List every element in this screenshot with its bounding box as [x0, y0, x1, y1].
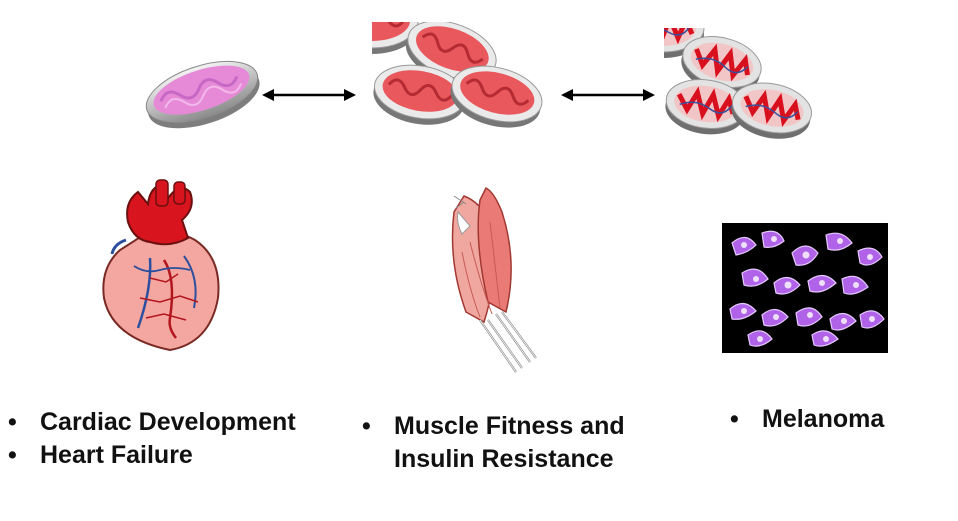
list-item: Heart Failure — [8, 439, 296, 472]
cancer-conditions-list: Melanoma — [730, 403, 884, 436]
heart-icon — [102, 179, 220, 352]
muscle-icon — [451, 186, 537, 373]
mitochondria-cluster-icon — [372, 22, 550, 137]
double-headed-arrow — [561, 89, 655, 101]
list-item: Muscle Fitness and Insulin Resistance — [362, 410, 625, 476]
muscle-conditions-list: Muscle Fitness and Insulin Resistance — [362, 410, 625, 476]
heart-conditions-list: Cardiac Development Heart Failure — [8, 406, 296, 472]
melanoma-cells-icon — [722, 223, 888, 353]
mitochondria-network-icon — [664, 28, 814, 140]
list-item: Cardiac Development — [8, 406, 296, 439]
mitochondrion-icon — [145, 60, 260, 129]
double-headed-arrow — [262, 89, 356, 101]
list-item: Melanoma — [730, 403, 884, 436]
